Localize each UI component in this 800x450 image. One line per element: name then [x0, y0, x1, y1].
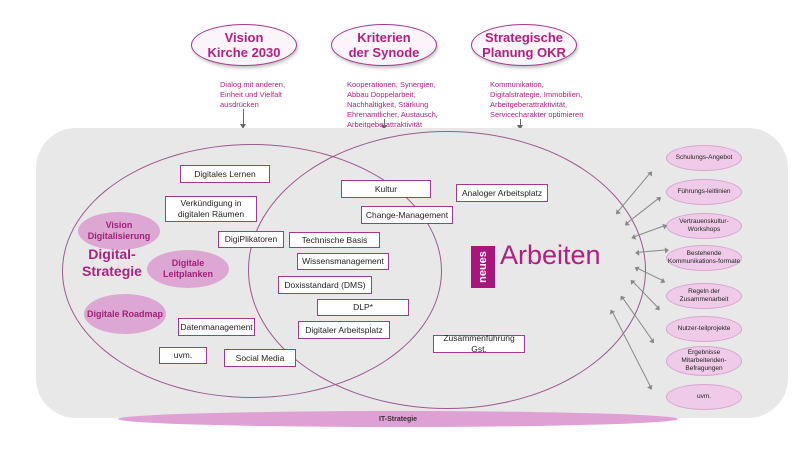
arbeiten-label: Arbeiten: [500, 240, 601, 270]
neues-arbeiten-ellipse: [248, 131, 646, 409]
side-item-uvm: uvm.: [666, 384, 742, 410]
it-strategie-label: IT-Strategie: [378, 415, 418, 423]
box-change-management: Change-Management: [361, 206, 453, 224]
side-item-vertrauenskultur: Vertrauenskultur-Workshops: [666, 213, 742, 239]
it-strategie-base: IT-Strategie: [118, 411, 678, 427]
box-technische-basis: Technische Basis: [289, 232, 380, 248]
box-social-media: Social Media: [224, 349, 296, 367]
box-verkuendigung: Verkündigung in digitalen Räumen: [165, 196, 257, 222]
side-item-befragungen: Ergebnisse Mitarbeitenden-Befragungen: [666, 346, 742, 376]
box-datenmanagement: Datenmanagement: [178, 318, 255, 336]
box-uvm-left: uvm.: [159, 347, 207, 364]
box-digiplikatoren: DigiPlikatoren: [218, 231, 284, 248]
vision-arrow: [240, 109, 246, 129]
box-digitales-lernen: Digitales Lernen: [180, 165, 270, 183]
side-item-nutzerteilprojekte: Nutzer-teilprojekte: [666, 316, 742, 342]
vision-kirche-text: Dialog mit anderen, Einheit und Vielfalt…: [220, 80, 286, 109]
kriterien-pill: Kriterien der Synode: [331, 24, 437, 66]
side-item-regeln: Regeln der Zusammenarbeit: [666, 283, 742, 309]
kriterien-text: Kooperationen, Synergien, Abbau Doppelar…: [347, 80, 438, 129]
box-kultur: Kultur: [341, 180, 431, 198]
bubble-vision-digitalisierung: Vision Digitalisierung: [78, 212, 160, 250]
planung-title: Strategische Planung OKR: [482, 30, 566, 60]
side-item-fuehrungsleitlinien: Führungs-leitlinien: [666, 179, 742, 205]
bubble-digitale-roadmap: Digitale Roadmap: [84, 294, 166, 334]
box-digitaler-arbeitsplatz: Digitaler Arbeitsplatz: [298, 321, 390, 339]
vision-kirche-title: Vision Kirche 2030: [207, 30, 281, 60]
bubble-digitale-leitplanken: Digitale Leitplanken: [147, 250, 229, 288]
box-wissensmanagement: Wissensmanagement: [297, 253, 389, 270]
digital-strategie-label: Digital-Strategie: [82, 246, 142, 279]
neues-badge: neues: [471, 246, 495, 288]
planung-arrow: [517, 119, 523, 130]
box-analoger-arbeitsplatz: Analoger Arbeitsplatz: [456, 184, 548, 202]
side-item-schulungs-angebot: Schulungs-Angebot: [666, 145, 742, 171]
box-zusammenfuehrung: Zusammenführung Gst.: [433, 333, 525, 354]
side-item-kommunikationsformate: Bestehende Kommunikations-formate: [666, 245, 742, 271]
planung-text: Kommunikation, Digitalstrategie, Immobil…: [490, 80, 584, 119]
planung-pill: Strategische Planung OKR: [471, 24, 577, 66]
kriterien-arrow: [381, 119, 387, 130]
box-doxisstandard: Doxisstandard (DMS): [278, 276, 372, 294]
neues-label: neues: [477, 251, 490, 283]
box-dlp: DLP*: [317, 299, 409, 316]
vision-kirche-pill: Vision Kirche 2030: [191, 24, 297, 66]
kriterien-title: Kriterien der Synode: [348, 30, 420, 60]
